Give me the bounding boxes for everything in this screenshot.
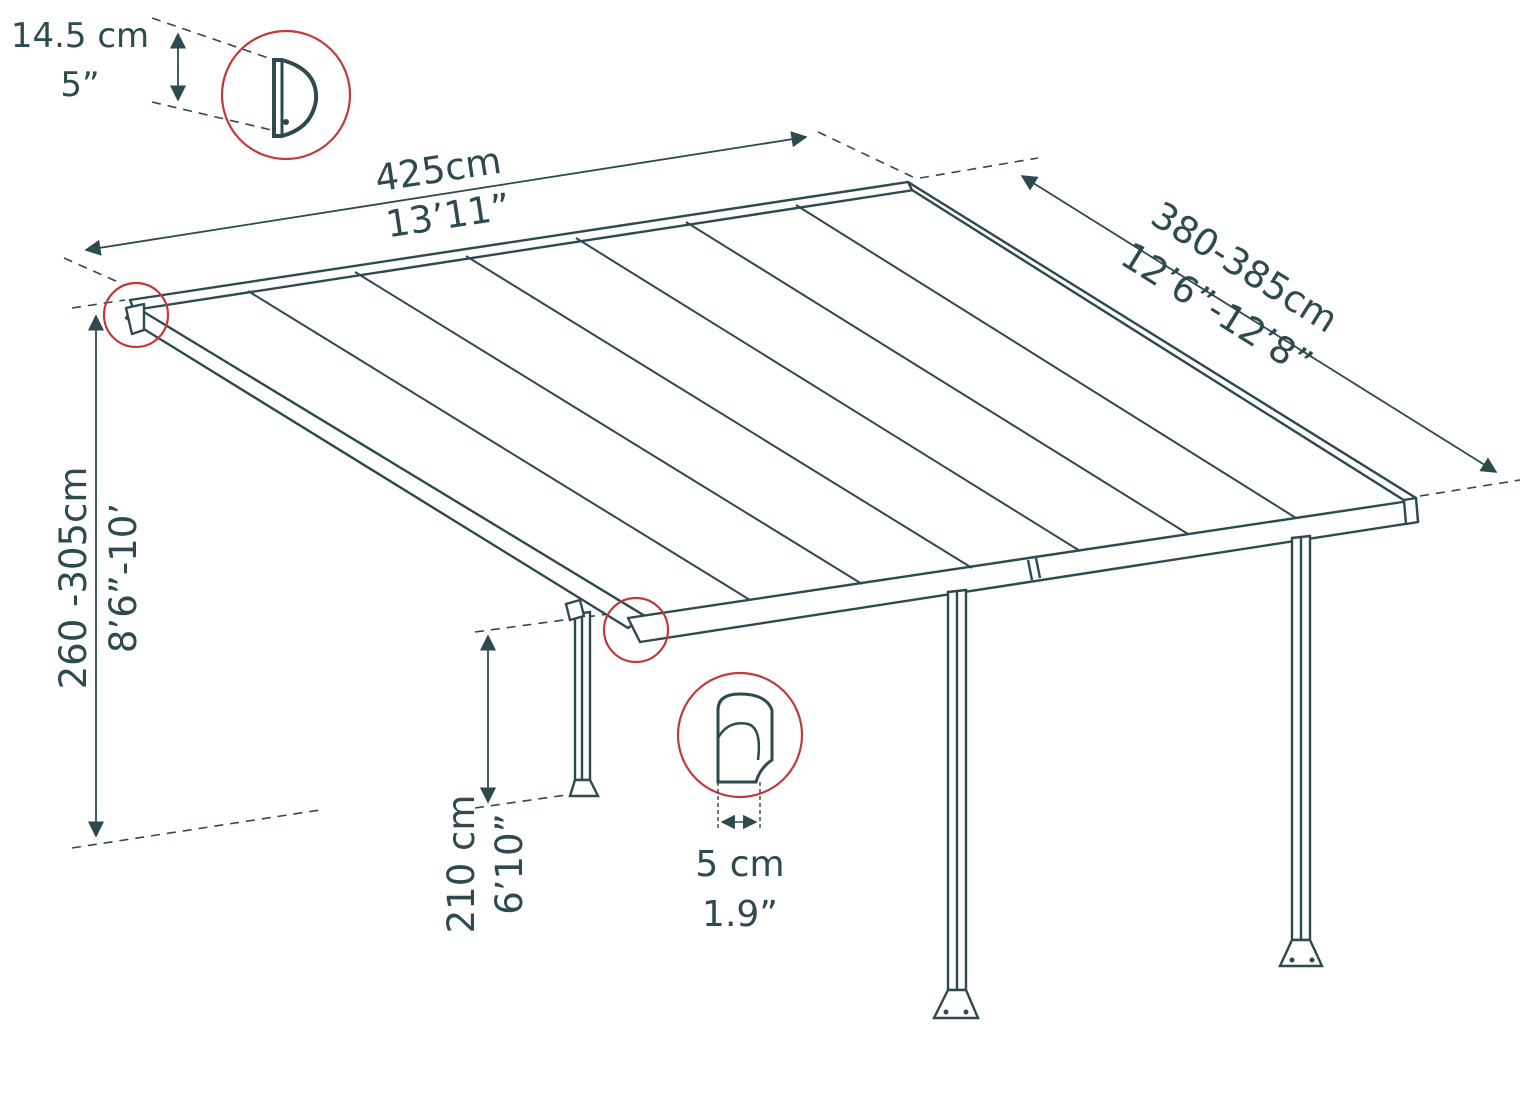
- gutter-profile-callout: [220, 29, 352, 161]
- downpipe-metric: 5 cm: [695, 844, 784, 885]
- downpipe-imperial: 1.9”: [702, 894, 778, 935]
- depth-arrow: [1020, 175, 1498, 473]
- post-left: [564, 598, 600, 798]
- gutter-profile-metric: 14.5 cm: [11, 16, 149, 56]
- roof: [124, 180, 1420, 644]
- gutter-profile-imperial: 5”: [60, 65, 99, 105]
- roof-panel-lines: [247, 204, 1297, 601]
- posts: [564, 534, 1324, 1020]
- corner-callout-front: [602, 596, 670, 664]
- wall-height-imperial: 8’6”-10’: [102, 503, 145, 653]
- post-height-metric: 210 cm: [440, 795, 483, 934]
- width-arrow: [84, 131, 808, 256]
- callouts: [102, 29, 804, 830]
- extension-lines: [63, 17, 1521, 849]
- dimension-labels: 14.5 cm 5” 425cm 13’11” 380-385cm 12’6”-…: [11, 16, 1346, 935]
- post-right: [1278, 534, 1324, 968]
- corner-callout-top: [102, 281, 170, 349]
- downpipe-callout: [676, 671, 804, 830]
- post-middle: [932, 588, 980, 1020]
- left-side-beam: [124, 304, 647, 630]
- dimension-arrows: [84, 32, 1498, 838]
- post-height-imperial: 6’10”: [488, 813, 531, 915]
- wall-height-metric: 260 -305cm: [52, 467, 95, 690]
